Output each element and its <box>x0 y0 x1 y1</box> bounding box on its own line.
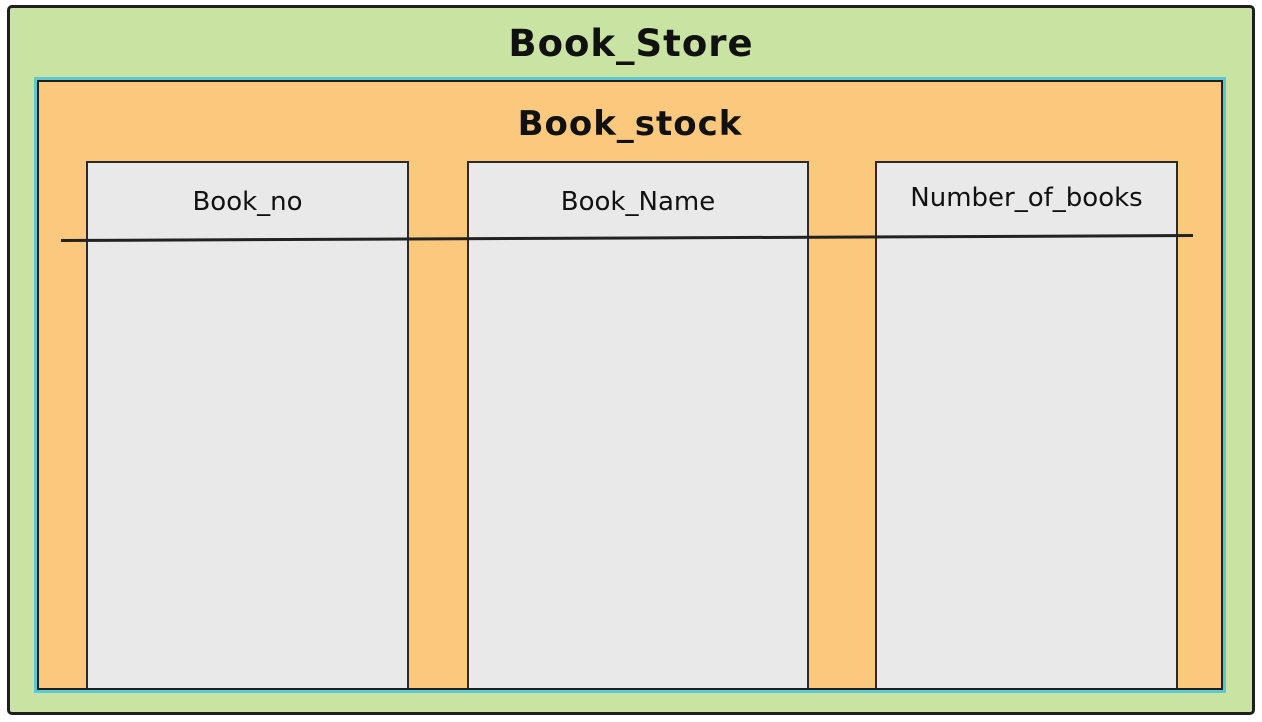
book-store-entity: Book_Store Book_stock Book_no Book_Name … <box>7 5 1255 715</box>
column-header-book-no: Book_no <box>192 187 303 217</box>
book-store-title: Book_Store <box>508 22 754 65</box>
column-book-no: Book_no <box>86 161 409 688</box>
book-stock-title: Book_stock <box>517 104 743 144</box>
column-book-name: Book_Name <box>467 161 809 688</box>
column-number-of-books: Number_of_books <box>875 161 1178 688</box>
book-stock-table: Book_stock Book_no Book_Name Number_of_b… <box>37 80 1223 690</box>
column-header-book-name: Book_Name <box>560 187 716 217</box>
column-header-number-of-books: Number_of_books <box>910 183 1143 213</box>
